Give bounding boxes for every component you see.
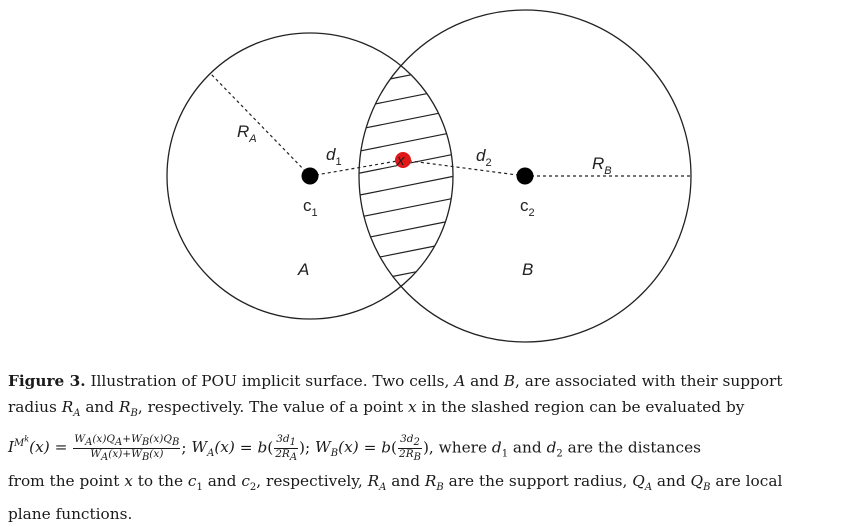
hatch-line [392,271,417,277]
label-radius-a: RA [237,122,257,145]
label-d2: d2 [476,146,492,169]
label-x: x [396,152,405,169]
center-c1-dot [301,167,319,185]
pou-diagram: RA d1 x d2 RB c1 c2 A B [166,9,692,343]
d1-line [309,159,404,177]
hatch-line [375,93,427,105]
d2-line [402,159,526,177]
figure-label: Figure 3. [8,372,86,390]
hatch-line [370,221,446,238]
hatch-line [360,133,447,152]
hatch-line [366,112,439,129]
cell-b-circle [358,9,692,343]
label-d1: d1 [326,145,342,168]
label-c1: c1 [303,196,318,219]
point-x-dot [395,152,411,168]
label-radius-b: RB [592,154,612,177]
cell-a-circle [166,32,454,320]
label-cell-b: B [522,260,533,279]
label-c2: c2 [520,196,535,219]
figure-caption: Figure 3. Illustration of POU implicit s… [8,368,842,527]
radius-a-line [209,72,311,177]
hatch-line [363,198,452,217]
hatch-line [380,245,435,258]
center-c2-dot [516,167,534,185]
label-cell-a: A [297,260,309,279]
hatch-line [360,175,453,196]
hatch-line [390,74,412,80]
